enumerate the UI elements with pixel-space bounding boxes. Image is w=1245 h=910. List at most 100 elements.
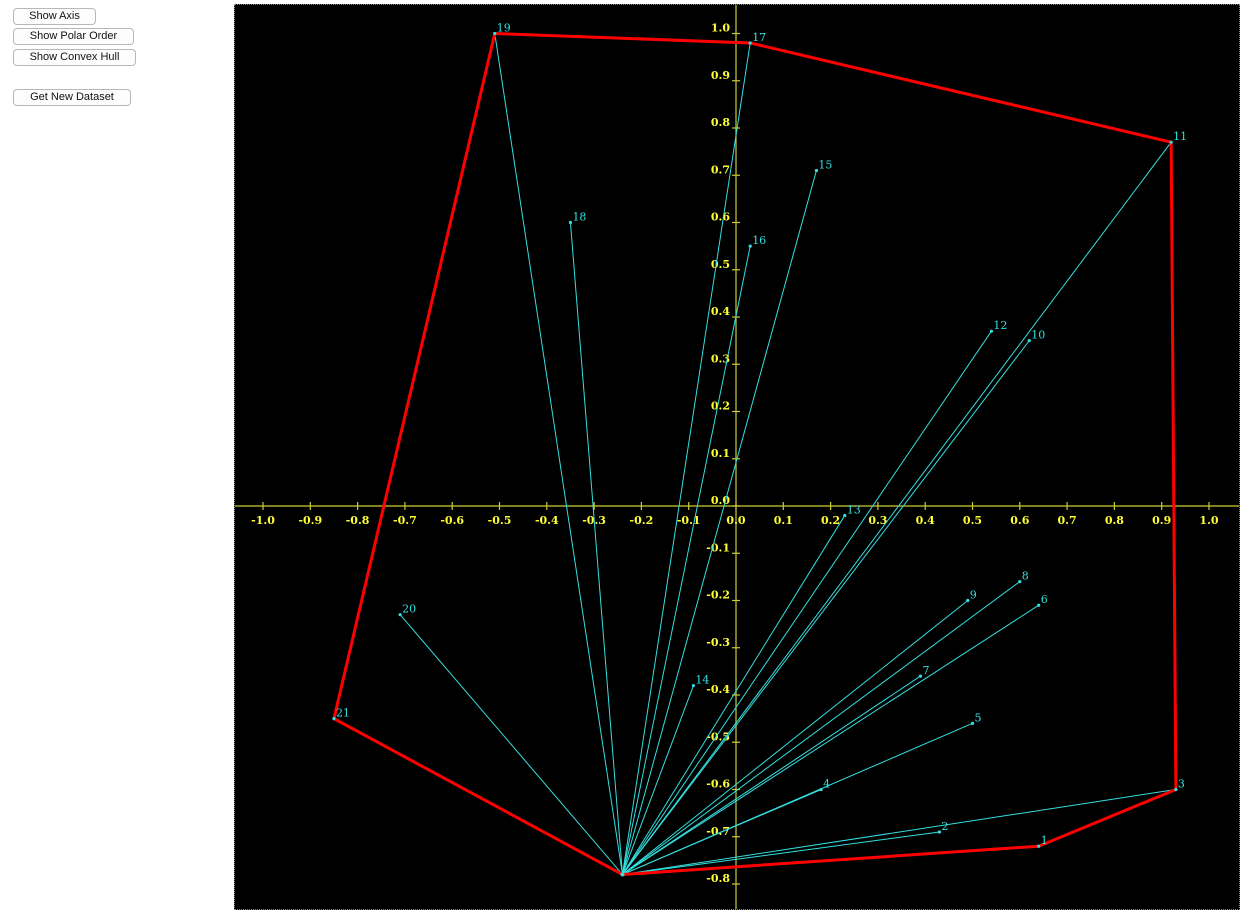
polar-line-5 [622,722,973,876]
point-label-20: 20 [402,603,416,616]
x-tick-label: -1.0 [251,514,275,527]
data-point-6 [1037,603,1041,607]
point-label-12: 12 [993,319,1007,332]
y-tick-label: -0.2 [706,589,730,602]
polar-line-20 [399,614,623,875]
y-tick-label: 0.6 [711,211,730,224]
plot-canvas: -1.0 -0.9 -0.8 -0.7 -0.6 -0.5 -0.4 -0.3 -0.2 -0.1… [234,4,1240,910]
point-label-3: 3 [1178,778,1185,791]
x-tick-label: 0.1 [774,514,793,527]
polar-line-10 [622,340,1030,875]
data-point-15 [814,168,819,173]
y-tick-label: -0.8 [706,872,730,885]
data-point-4 [819,787,823,792]
x-tick-label: 0.5 [963,514,982,527]
point-label-18: 18 [572,211,586,224]
y-tick-label: 0.0 [711,494,730,507]
data-point-10 [1027,339,1031,343]
data-point-5 [970,721,975,725]
data-point-16 [748,244,752,248]
y-tick-label: -0.5 [706,730,730,743]
point-label-8: 8 [1022,570,1029,583]
x-tick-label: 1.0 [1199,514,1218,527]
data-point-21 [332,717,336,721]
polar-line-19 [494,33,623,875]
data-point-8 [1018,580,1022,584]
x-tick-label: -0.6 [440,514,464,527]
point-label-7: 7 [922,664,929,677]
convex-hull-plot: -1.0 -0.9 -0.8 -0.7 -0.6 -0.5 -0.4 -0.3 -0.2 -0.1… [235,5,1239,909]
polar-line-11 [622,141,1172,875]
data-point-9 [966,598,970,603]
y-tick-label: -0.6 [706,778,730,791]
polar-line-17 [621,42,751,875]
point-label-14: 14 [695,674,709,687]
data-point-19 [493,31,497,36]
point-label-1: 1 [1041,834,1048,847]
y-tick-label: 0.5 [711,258,730,271]
point-label-17: 17 [752,31,766,44]
x-tick-label: -0.1 [677,514,701,527]
data-point-2 [937,830,941,834]
point-label-10: 10 [1031,329,1045,342]
polar-line-18 [569,222,623,875]
x-tick-label: -0.2 [630,514,654,527]
x-tick-label: 0.3 [868,514,887,527]
x-tick-label: -0.8 [346,514,370,527]
y-tick-label: 0.1 [711,447,730,460]
point-label-16: 16 [752,234,766,247]
pivot-point [620,872,625,877]
point-label-9: 9 [970,589,977,602]
x-tick-label: -0.9 [298,514,322,527]
data-point-7 [918,674,923,678]
get-new-dataset-button[interactable]: Get New Dataset [13,89,131,106]
polar-line-13 [622,515,846,875]
point-label-21: 21 [336,707,350,720]
y-tick-label: 1.0 [711,22,730,35]
y-tick-label: 0.9 [711,69,730,82]
x-tick-label: -0.4 [535,514,559,527]
polar-line-6 [622,604,1039,875]
x-tick-label: 0.8 [1105,514,1124,527]
x-tick-label: 0.9 [1152,514,1171,527]
point-label-2: 2 [941,820,948,833]
convex-hull [332,32,1178,877]
polar-line-9 [622,600,969,875]
point-label-4: 4 [823,778,830,791]
show-axis-button[interactable]: Show Axis [13,8,96,25]
y-tick-label: 0.4 [711,305,730,318]
point-label-15: 15 [818,159,832,172]
polar-line-2 [622,831,940,876]
x-tick-label: 0.4 [916,514,935,527]
polar-line-12 [622,330,992,875]
y-tick-label: -0.7 [706,825,730,838]
x-tick-label: 0.0 [726,514,745,527]
data-point-1 [1037,844,1041,848]
data-point-11 [1169,140,1173,144]
polar-line-8 [622,581,1021,875]
point-label-6: 6 [1041,593,1048,606]
data-point-12 [989,329,994,333]
x-tick-label: 0.2 [821,514,840,527]
show-polar-order-button[interactable]: Show Polar Order [13,28,134,45]
data-point-3 [1174,787,1178,792]
show-convex-hull-button[interactable]: Show Convex Hull [13,49,136,66]
x-tick-label: 0.7 [1058,514,1077,527]
point-label-19: 19 [497,22,511,35]
polar-line-7 [622,675,921,875]
y-tick-label: -0.4 [706,683,730,696]
polar-line-16 [621,246,751,875]
y-tick-label: -0.1 [706,541,730,554]
x-tick-label: 0.6 [1010,514,1029,527]
polar-line-15 [621,170,817,875]
point-label-11: 11 [1173,130,1187,143]
point-label-13: 13 [847,503,861,516]
data-point-20 [398,613,402,617]
y-tick-label: 0.3 [711,352,730,365]
x-tick-label: -0.7 [393,514,417,527]
data-point-18 [568,220,573,225]
data-point-14 [691,683,696,688]
y-tick-label: -0.3 [706,636,730,649]
polar-line-3 [622,789,1176,876]
y-tick-label: 0.2 [711,400,730,413]
